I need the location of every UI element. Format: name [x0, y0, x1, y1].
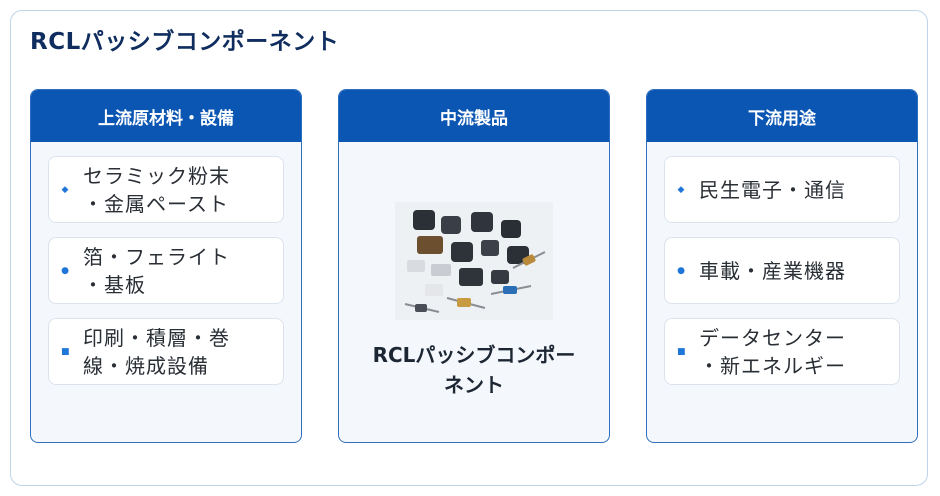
upstream-item: ● 箔・フェライト ・基板 — [48, 237, 284, 304]
square-bullet-icon: ■ — [61, 346, 70, 357]
upstream-item-label: 印刷・積層・巻 線・焼成設備 — [83, 325, 230, 378]
upstream-item-label: 箔・フェライト ・基板 — [83, 244, 230, 297]
upstream-item-label: セラミック粉末 ・金属ペースト — [83, 163, 230, 216]
diamond-bullet-icon: ◆ — [677, 184, 685, 195]
midstream-header: 中流製品 — [339, 90, 609, 142]
component-photo — [395, 202, 553, 320]
downstream-item: ◆ 民生電子・通信 — [664, 156, 900, 223]
upstream-header: 上流原材料・設備 — [31, 90, 301, 142]
midstream-column: 中流製品 — [338, 89, 610, 443]
square-bullet-icon: ■ — [677, 346, 686, 357]
passive-components-image — [395, 202, 553, 320]
circle-bullet-icon: ● — [61, 265, 69, 276]
downstream-column: 下流用途 ◆ 民生電子・通信 ● 車載・産業機器 ■ データセンター ・新エネル… — [646, 89, 918, 443]
upstream-column: 上流原材料・設備 ◆ セラミック粉末 ・金属ペースト ● 箔・フェライト ・基板… — [30, 89, 302, 443]
circle-bullet-icon: ● — [677, 265, 685, 276]
upstream-item: ◆ セラミック粉末 ・金属ペースト — [48, 156, 284, 223]
diamond-bullet-icon: ◆ — [61, 184, 69, 195]
downstream-item-label: データセンター ・新エネルギー — [699, 325, 846, 378]
downstream-item-label: 民生電子・通信 — [699, 177, 846, 202]
midstream-product-label: RCLパッシブコンポー ネント — [372, 343, 576, 397]
downstream-item: ■ データセンター ・新エネルギー — [664, 318, 900, 385]
downstream-item-label: 車載・産業機器 — [699, 258, 846, 283]
downstream-header: 下流用途 — [647, 90, 917, 142]
downstream-item: ● 車載・産業機器 — [664, 237, 900, 304]
upstream-item: ■ 印刷・積層・巻 線・焼成設備 — [48, 318, 284, 385]
diagram-title: RCLパッシブコンポーネント — [30, 29, 340, 55]
